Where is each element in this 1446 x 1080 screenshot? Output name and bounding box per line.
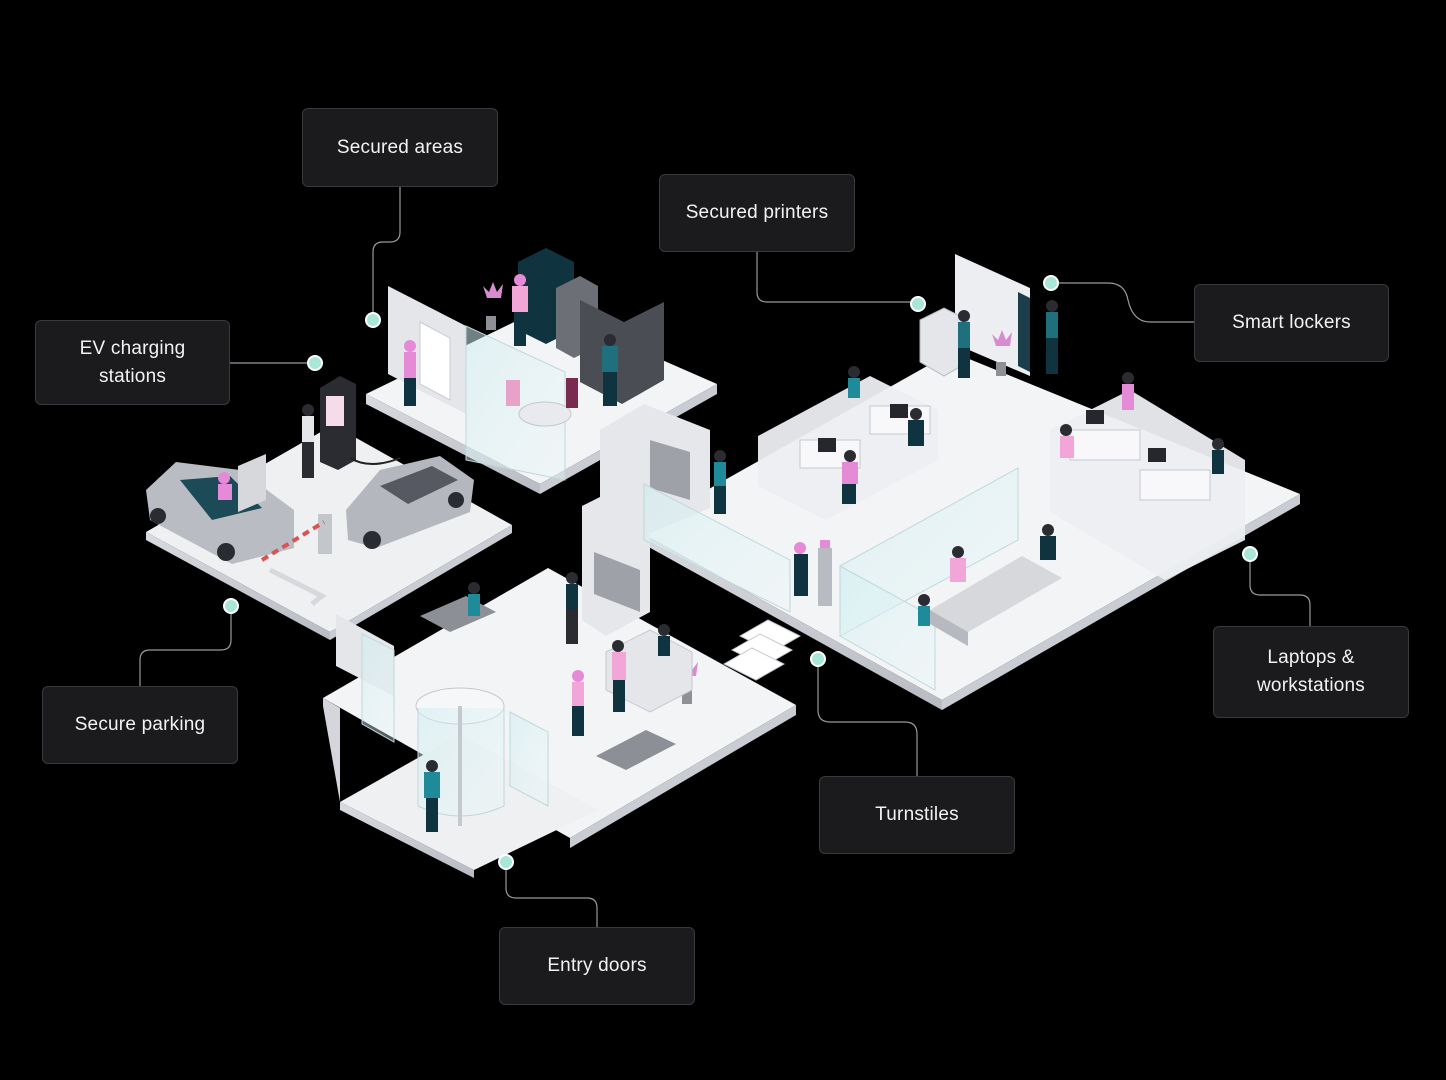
connector-laptops: [1249, 554, 1311, 626]
marker-smart-lockers: [1043, 275, 1059, 291]
callout-label: Smart lockers: [1232, 312, 1351, 333]
marker-secured-printers: [910, 296, 926, 312]
connector-secured-areas: [372, 187, 401, 320]
connector-secure-parking: [139, 606, 232, 686]
turnstile-icon: [818, 540, 832, 606]
conference-table-icon: [930, 556, 1062, 632]
connector-smart-lockers: [1051, 282, 1195, 323]
plant-icon: [483, 282, 503, 330]
marker-laptops: [1242, 546, 1258, 562]
people: [218, 274, 1224, 832]
callout-secure-parking: Secure parking: [42, 686, 238, 764]
callout-laptops-workstations: Laptops & workstations: [1213, 626, 1409, 718]
callout-label: EV charging stations: [79, 337, 186, 387]
marker-entry-doors: [498, 854, 514, 870]
connector-lines: [139, 187, 1311, 927]
connector-entry-doors: [505, 862, 598, 927]
callout-label: Turnstiles: [875, 804, 959, 825]
callout-label: Secured areas: [336, 136, 464, 158]
connector-turnstiles: [817, 659, 918, 776]
callout-secured-printers: Secured printers: [659, 174, 855, 252]
marker-turnstiles: [810, 651, 826, 667]
callout-turnstiles: Turnstiles: [819, 776, 1015, 854]
callout-ev-charging: EV charging stations: [35, 320, 230, 405]
callout-secured-areas: Secured areas: [302, 108, 498, 187]
person-icon: [404, 340, 416, 406]
callout-label: Laptops & workstations: [1257, 647, 1365, 696]
marker-secured-areas: [365, 312, 381, 328]
callout-entry-doors: Entry doors: [499, 927, 695, 1005]
car-sedan-icon: [346, 456, 474, 549]
connector-secured-printers: [756, 252, 918, 303]
callout-label: Secure parking: [74, 714, 206, 735]
markers: [223, 275, 1258, 870]
callout-label: Secured printers: [685, 202, 829, 223]
marker-secure-parking: [223, 598, 239, 614]
callout-smart-lockers: Smart lockers: [1194, 284, 1389, 362]
marker-ev-charging: [307, 355, 323, 371]
floor-lobby: [323, 568, 796, 838]
furniture: [146, 248, 1211, 826]
reception-desk-icon: [605, 629, 693, 713]
callout-label: Entry doors: [547, 955, 647, 976]
